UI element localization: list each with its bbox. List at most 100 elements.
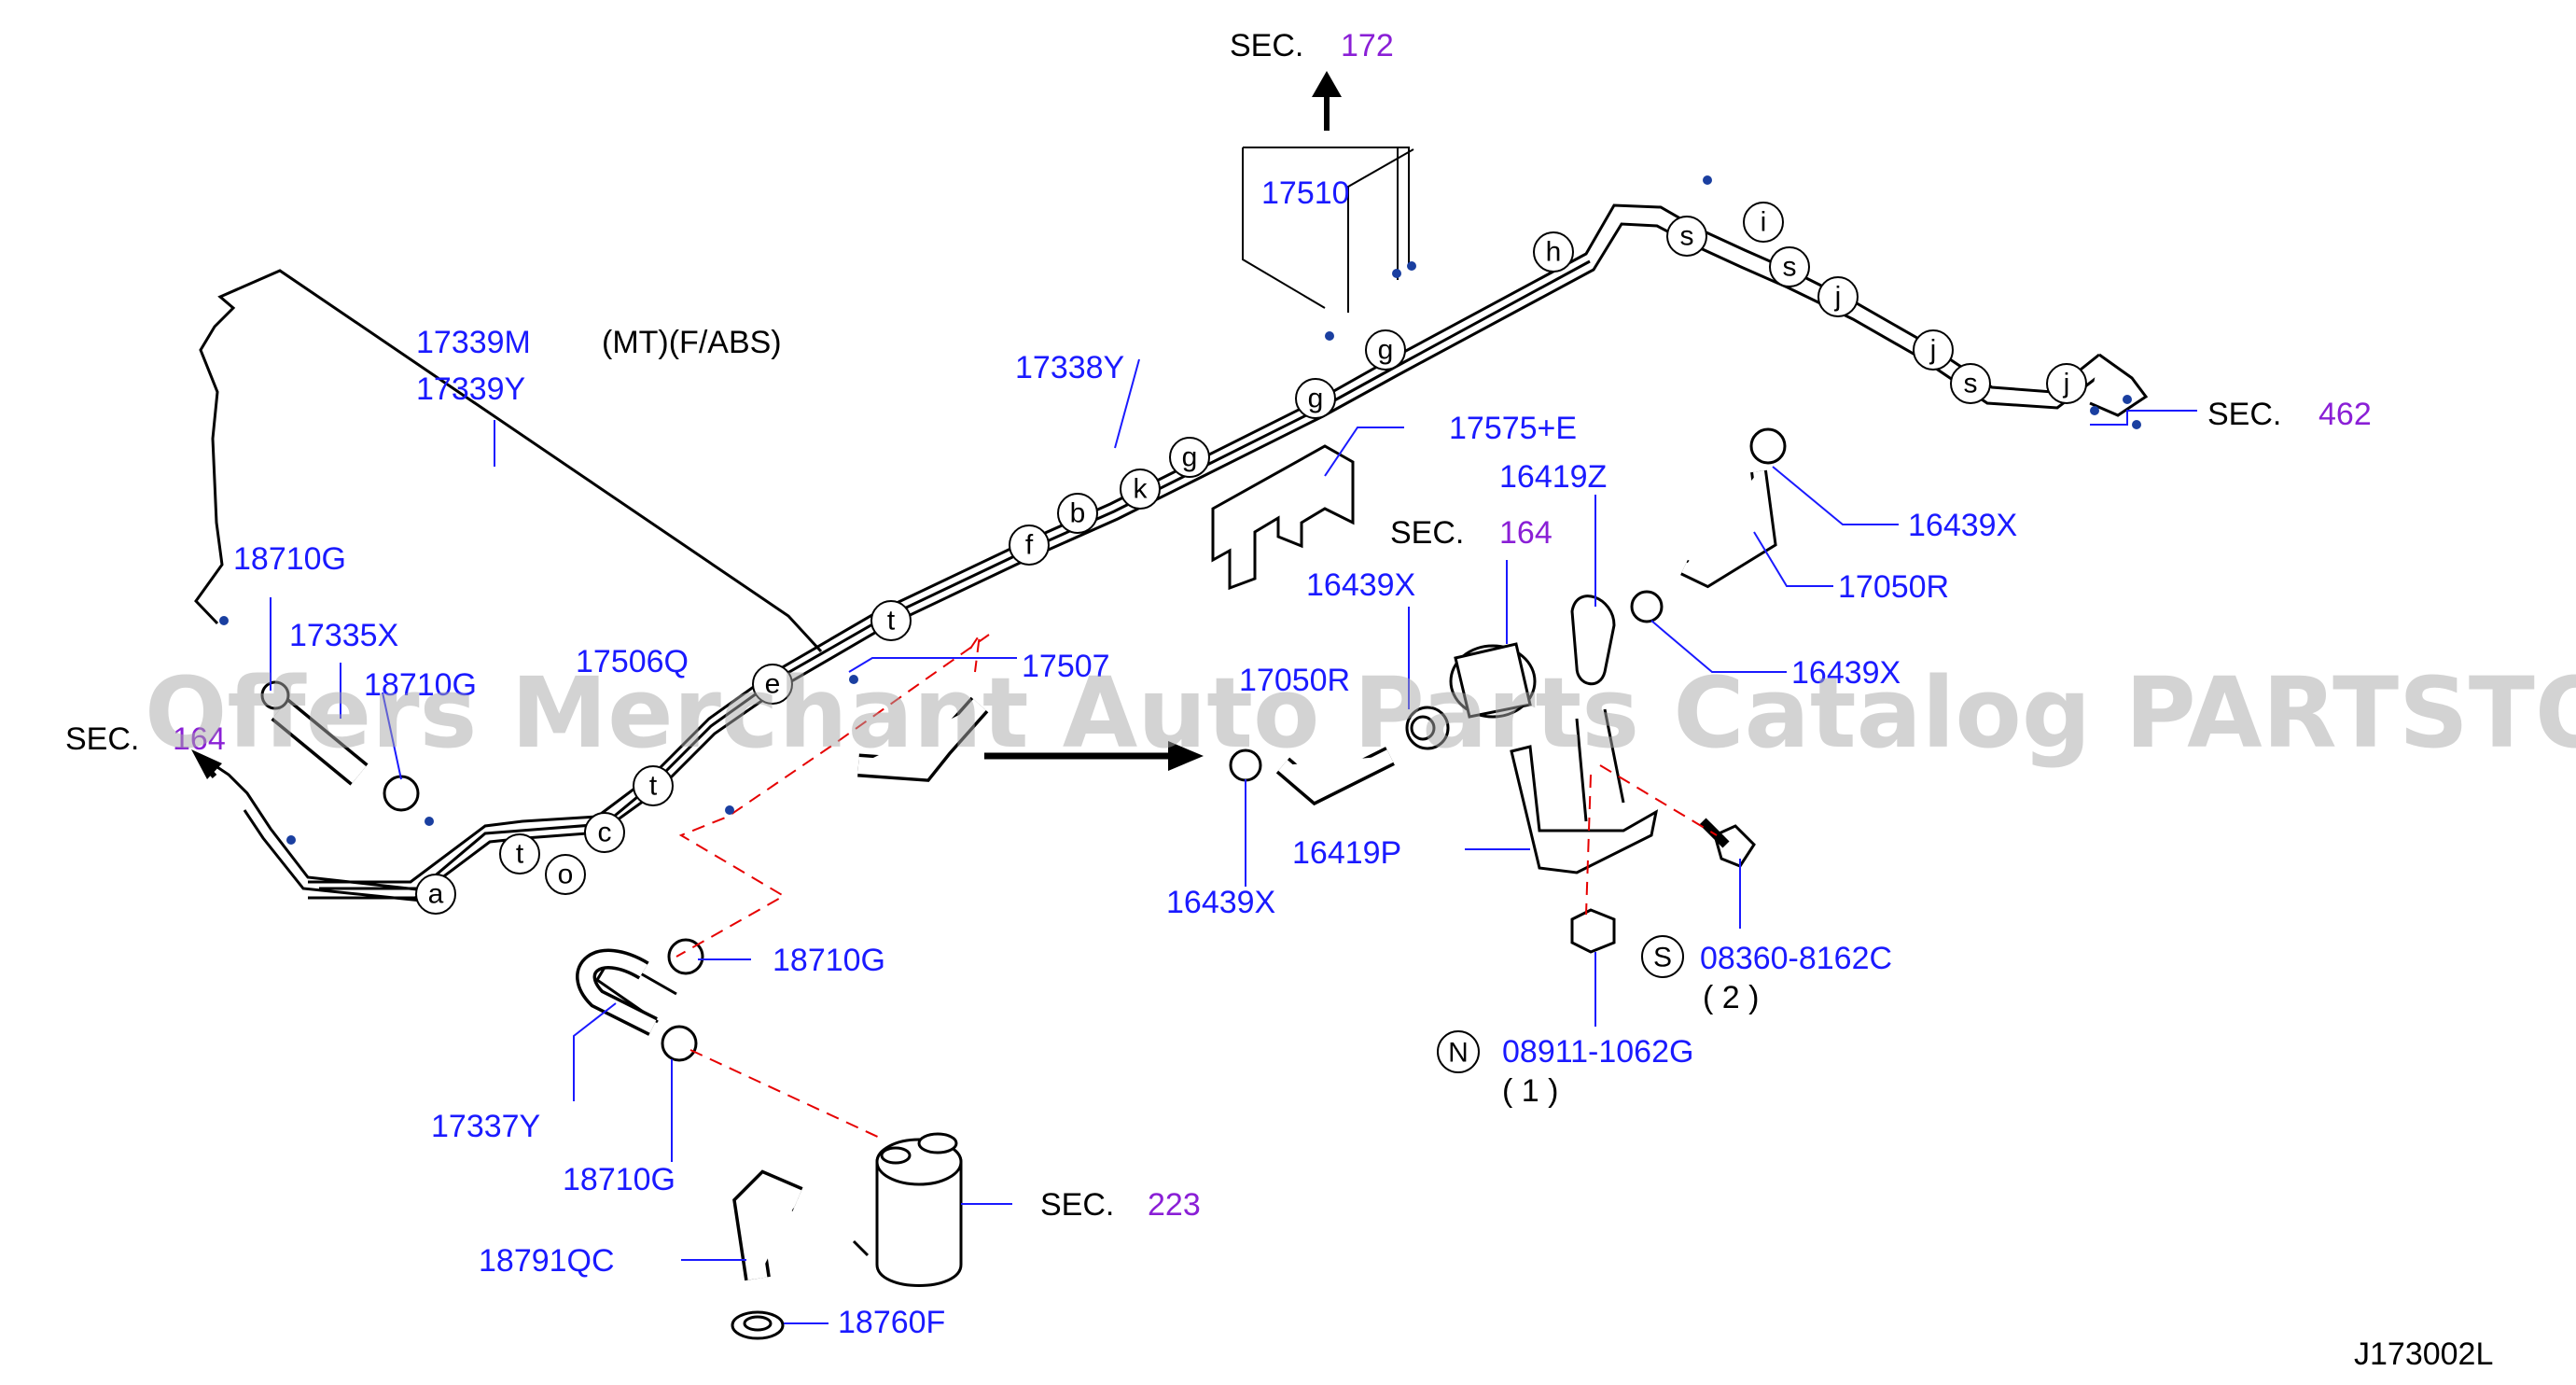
svg-text:b: b — [1070, 498, 1086, 529]
symbol-n: N — [1437, 1030, 1480, 1073]
quantity-08360: ( 2 ) — [1703, 980, 1759, 1015]
svg-text:k: k — [1134, 474, 1149, 505]
section-ref-223[interactable]: SEC. 223 — [1040, 1187, 1201, 1223]
part-17507[interactable]: 17507 — [1022, 649, 1110, 684]
leader-lines — [270, 358, 2197, 1324]
junction-dots — [219, 175, 2141, 845]
callout-h[interactable]: h — [1533, 231, 1574, 273]
svg-text:SEC.: SEC. — [2207, 397, 2281, 432]
svg-text:e: e — [765, 669, 781, 700]
svg-text:462: 462 — [2318, 397, 2372, 432]
svg-text:s: s — [1783, 252, 1797, 283]
part-17575E[interactable]: 17575+E — [1449, 411, 1577, 446]
callout-j[interactable]: j — [2046, 363, 2087, 404]
part-16419Z[interactable]: 16419Z — [1499, 459, 1607, 495]
part-18710G-mid[interactable]: 18710G — [364, 667, 477, 703]
callout-a[interactable]: a — [415, 874, 456, 915]
svg-text:164: 164 — [173, 721, 226, 757]
part-17050R-right[interactable]: 17050R — [1838, 569, 1949, 605]
arrow-heads — [191, 71, 1342, 779]
section-ref-172[interactable]: SEC. 172 — [1230, 28, 1394, 63]
quantity-08911: ( 1 ) — [1502, 1073, 1558, 1109]
svg-text:S: S — [1653, 943, 1672, 973]
part-18710G-lower[interactable]: 18710G — [773, 943, 885, 978]
part-18710G-upper[interactable]: 18710G — [233, 541, 346, 577]
svg-text:c: c — [598, 818, 612, 848]
svg-text:164: 164 — [1499, 515, 1553, 551]
svg-text:SEC.: SEC. — [1390, 515, 1464, 551]
svg-text:172: 172 — [1341, 28, 1394, 63]
svg-text:s: s — [1964, 369, 1978, 399]
part-16439X-mid[interactable]: 16439X — [1306, 567, 1415, 603]
callout-g[interactable]: g — [1169, 437, 1210, 478]
svg-text:SEC.: SEC. — [65, 721, 139, 757]
part-08911-1062G[interactable]: 08911-1062G — [1502, 1034, 1693, 1070]
callout-s[interactable]: s — [1950, 363, 1991, 404]
callout-s[interactable]: s — [1666, 216, 1707, 257]
part-17337Y[interactable]: 17337Y — [431, 1109, 540, 1144]
svg-text:i: i — [1761, 207, 1767, 238]
svg-text:SEC.: SEC. — [1040, 1187, 1114, 1223]
section-ref-164-left[interactable]: SEC. 164 — [65, 721, 226, 757]
section-references: SEC. 172 SEC. 462 SEC. 164 SEC. 164 SEC.… — [65, 28, 2372, 1223]
symbol-s: S — [1641, 935, 1684, 978]
part-18710G-bottom[interactable]: 18710G — [563, 1162, 675, 1197]
callout-k[interactable]: k — [1120, 469, 1161, 510]
callout-o[interactable]: o — [545, 854, 586, 895]
svg-text:t: t — [649, 771, 658, 802]
svg-text:o: o — [558, 860, 574, 890]
svg-text:f: f — [1025, 530, 1034, 561]
section-ref-462[interactable]: SEC. 462 — [2207, 397, 2372, 432]
callout-s[interactable]: s — [1769, 246, 1810, 287]
callout-j[interactable]: j — [1913, 329, 1954, 371]
callout-t[interactable]: t — [499, 833, 540, 874]
quantity-and-symbols: ( 2 ) ( 1 ) S N — [1437, 935, 1759, 1109]
svg-text:h: h — [1546, 237, 1562, 268]
part-16439X-top[interactable]: 16439X — [1908, 508, 2017, 543]
callout-f[interactable]: f — [1009, 525, 1050, 566]
callout-b[interactable]: b — [1057, 493, 1098, 534]
part-17510[interactable]: 17510 — [1261, 175, 1350, 211]
part-numbers: 17510 17339M 17339Y 17338Y 17575+E 16419… — [233, 175, 2017, 1340]
svg-text:t: t — [887, 606, 896, 637]
callout-t[interactable]: t — [870, 600, 912, 641]
section-ref-164-right[interactable]: SEC. 164 — [1390, 515, 1553, 551]
svg-text:s: s — [1680, 221, 1694, 252]
svg-text:SEC.: SEC. — [1230, 28, 1303, 63]
part-18760F[interactable]: 18760F — [838, 1305, 945, 1340]
svg-text:t: t — [516, 839, 524, 870]
svg-text:a: a — [428, 879, 444, 910]
part-16439X-bottom[interactable]: 16439X — [1166, 885, 1275, 920]
part-17335X[interactable]: 17335X — [289, 618, 398, 653]
part-16419P[interactable]: 16419P — [1292, 835, 1401, 871]
callout-letters: a t o c t e t f b k g g g h s i s j j s … — [415, 202, 2087, 915]
part-08360-8162C[interactable]: 08360-8162C — [1700, 941, 1892, 976]
alignment-lines — [675, 634, 1718, 1140]
part-16439X-right[interactable]: 16439X — [1791, 655, 1901, 691]
callout-i[interactable]: i — [1743, 202, 1784, 243]
svg-text:g: g — [1182, 442, 1198, 473]
part-17339Y[interactable]: 17339Y — [416, 371, 525, 407]
part-17050R-left[interactable]: 17050R — [1239, 663, 1350, 698]
callout-t[interactable]: t — [633, 765, 674, 806]
watermark: Offers Merchant Auto Parts Catalog PARTS… — [145, 656, 2576, 770]
callout-e[interactable]: e — [752, 664, 793, 705]
part-17506Q[interactable]: 17506Q — [576, 644, 689, 679]
svg-text:g: g — [1378, 335, 1394, 366]
part-17338Y[interactable]: 17338Y — [1015, 350, 1124, 385]
svg-text:g: g — [1308, 384, 1324, 414]
callout-c[interactable]: c — [584, 812, 625, 853]
diagram-code: J173002L — [2354, 1336, 2493, 1372]
callout-g[interactable]: g — [1365, 329, 1406, 371]
svg-text:j: j — [2063, 369, 2070, 399]
svg-text:N: N — [1448, 1038, 1469, 1069]
callout-g[interactable]: g — [1295, 378, 1336, 419]
part-17339M[interactable]: 17339M — [416, 325, 531, 360]
callout-j[interactable]: j — [1817, 276, 1859, 317]
part-18791QC[interactable]: 18791QC — [479, 1243, 615, 1279]
svg-text:223: 223 — [1148, 1187, 1201, 1223]
svg-text:j: j — [1834, 282, 1842, 313]
component-drawings — [260, 353, 2149, 1340]
variant-note: (MT)(F/ABS) — [602, 325, 782, 360]
